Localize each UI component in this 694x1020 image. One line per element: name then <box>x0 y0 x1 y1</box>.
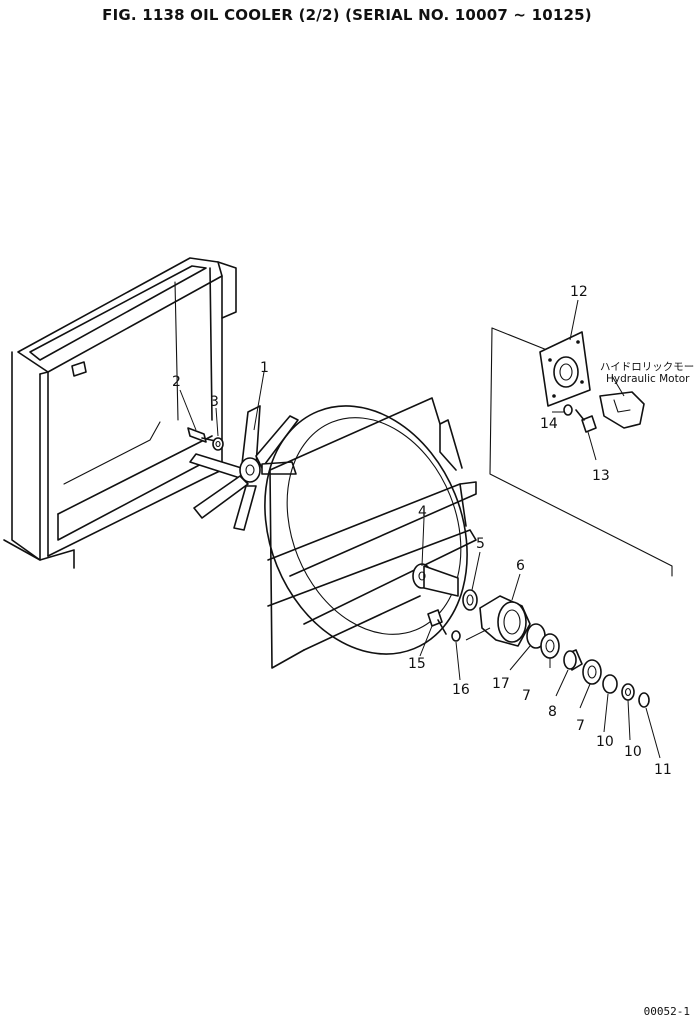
callout-10b: 10 <box>624 744 642 760</box>
callout-13: 13 <box>592 468 610 484</box>
callout-7b: 7 <box>576 718 585 734</box>
fan-part-1 <box>189 405 299 531</box>
callout-7a: 7 <box>522 688 531 704</box>
callout-3: 3 <box>210 394 219 410</box>
callout-11: 11 <box>654 762 672 778</box>
hydraulic-motor-inset <box>489 327 673 577</box>
callout-12: 12 <box>570 284 588 300</box>
callout-6: 6 <box>516 558 525 574</box>
washer-part-3 <box>212 437 224 451</box>
hydraulic-motor-label-jp: ハイドロリックモータ <box>600 361 694 373</box>
spacer-part-8 <box>563 649 583 671</box>
hydraulic-motor-label-en: Hydraulic Motor <box>606 373 690 385</box>
callout-8: 8 <box>548 704 557 720</box>
ring-part-10a <box>602 674 618 694</box>
callout-10a: 10 <box>596 734 614 750</box>
bolt-part-15 <box>427 609 447 635</box>
bearing-part-5 <box>462 589 478 611</box>
fan-shroud <box>264 397 477 669</box>
callout-17: 17 <box>492 676 510 692</box>
bearing-part-7a <box>540 633 560 659</box>
callout-5: 5 <box>476 536 485 552</box>
callout-4: 4 <box>418 504 427 520</box>
cooler-frame <box>3 257 237 569</box>
leader-lines <box>179 299 661 759</box>
housing-part-6 <box>479 595 531 647</box>
ring-part-10b <box>621 683 635 701</box>
callout-2: 2 <box>172 374 181 390</box>
callout-1: 1 <box>260 360 269 376</box>
bearing-part-7b <box>582 659 602 685</box>
callout-15: 15 <box>408 656 426 672</box>
shaft-part-4 <box>412 563 459 597</box>
callout-14: 14 <box>540 416 558 432</box>
ring-part-11 <box>638 692 650 708</box>
callout-16: 16 <box>452 682 470 698</box>
drawing-code: 00052-1 <box>643 1005 690 1018</box>
washer-part-16 <box>451 630 461 642</box>
figure-title: FIG. 1138 OIL COOLER (2/2) (SERIAL NO. 1… <box>102 6 592 24</box>
